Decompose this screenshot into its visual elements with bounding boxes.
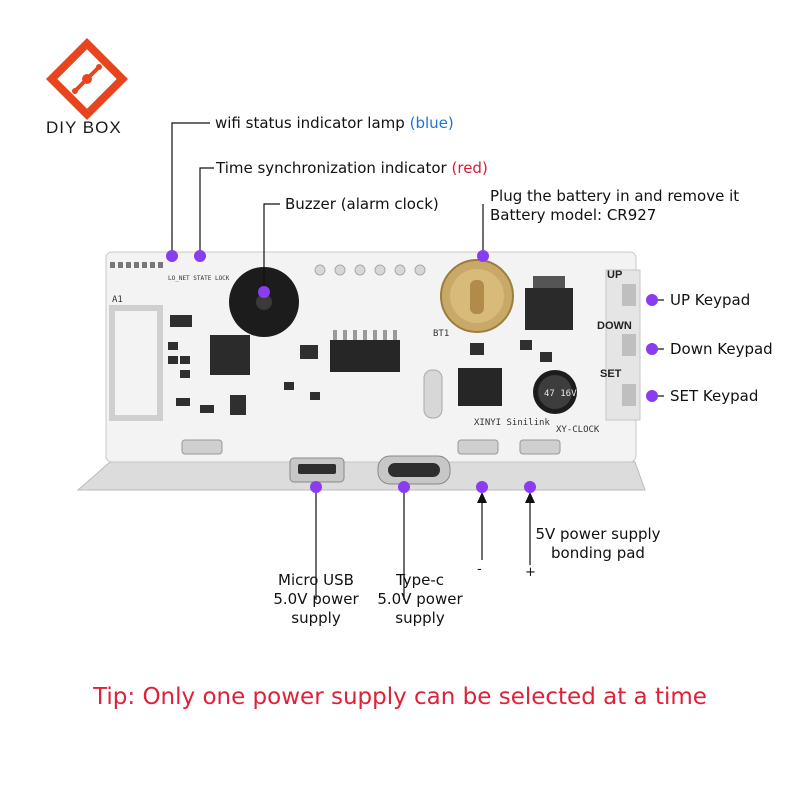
bonding-pad-label: 5V power supply bonding pad xyxy=(528,525,668,563)
type-c-line2: 5.0V power xyxy=(377,590,463,608)
type-c-marker xyxy=(398,481,410,493)
down-keypad-label: Down Keypad xyxy=(670,340,773,358)
up-keypad-label: UP Keypad xyxy=(670,291,751,309)
diy-box-logo-icon xyxy=(46,38,128,120)
battery-label-line1: Plug the battery in and remove it xyxy=(490,187,740,205)
buzzer-label: Buzzer (alarm clock) xyxy=(285,195,439,213)
sync-indicator-marker xyxy=(194,250,206,262)
bonding-pad-line1: 5V power supply xyxy=(535,525,661,543)
up-keypad-marker xyxy=(646,294,658,306)
pad-plus-marker xyxy=(524,481,536,493)
wifi-lamp-marker xyxy=(166,250,178,262)
type-c-line3: supply xyxy=(395,609,445,627)
bonding-pad-line2: bonding pad xyxy=(551,544,645,562)
set-button-body xyxy=(622,384,636,406)
logo-text: DIY BOX xyxy=(46,118,122,137)
type-c-line1: Type-c xyxy=(395,571,445,589)
silk-a1: A1 xyxy=(112,295,123,305)
down-button-body xyxy=(622,334,636,356)
wifi-lamp-text: wifi status indicator lamp xyxy=(215,114,405,132)
set-keypad-label: SET Keypad xyxy=(670,387,759,405)
micro-usb-marker xyxy=(310,481,322,493)
micro-usb-line1: Micro USB xyxy=(278,571,354,589)
micro-usb-label: Micro USB 5.0V power supply xyxy=(256,571,376,628)
tip-text: Tip: Only one power supply can be select… xyxy=(93,684,707,710)
pad-plus-label: + xyxy=(525,565,536,580)
pad-minus-label: - xyxy=(477,562,482,577)
wifi-lamp-color: (blue) xyxy=(409,114,454,132)
micro-usb-line2: 5.0V power xyxy=(273,590,359,608)
buzzer-marker xyxy=(258,286,270,298)
silk-bt1: BT1 xyxy=(433,329,449,339)
silk-cap-label: 47 16V xyxy=(544,389,577,399)
battery-label-line2: Battery model: CR927 xyxy=(490,206,657,224)
down-keypad-marker xyxy=(646,343,658,355)
silk-xy-clock: XY-CLOCK xyxy=(556,425,600,435)
sync-indicator-label: Time synchronization indicator (red) xyxy=(216,159,488,178)
silk-up: UP xyxy=(607,269,622,281)
sync-indicator-text: Time synchronization indicator xyxy=(216,159,447,177)
set-keypad-marker xyxy=(646,390,658,402)
up-button-body xyxy=(622,284,636,306)
type-c-label: Type-c 5.0V power supply xyxy=(358,571,482,628)
micro-usb-line3: supply xyxy=(291,609,341,627)
silk-down: DOWN xyxy=(597,320,632,332)
battery-marker xyxy=(477,250,489,262)
sync-indicator-color: (red) xyxy=(451,159,488,177)
silk-led-labels: LO_NET STATE LOCK xyxy=(168,275,230,282)
wifi-lamp-label: wifi status indicator lamp (blue) xyxy=(215,114,454,133)
silk-brand: XINYI Sinilink xyxy=(474,418,550,428)
pad-minus-marker xyxy=(476,481,488,493)
silk-set: SET xyxy=(600,368,622,380)
